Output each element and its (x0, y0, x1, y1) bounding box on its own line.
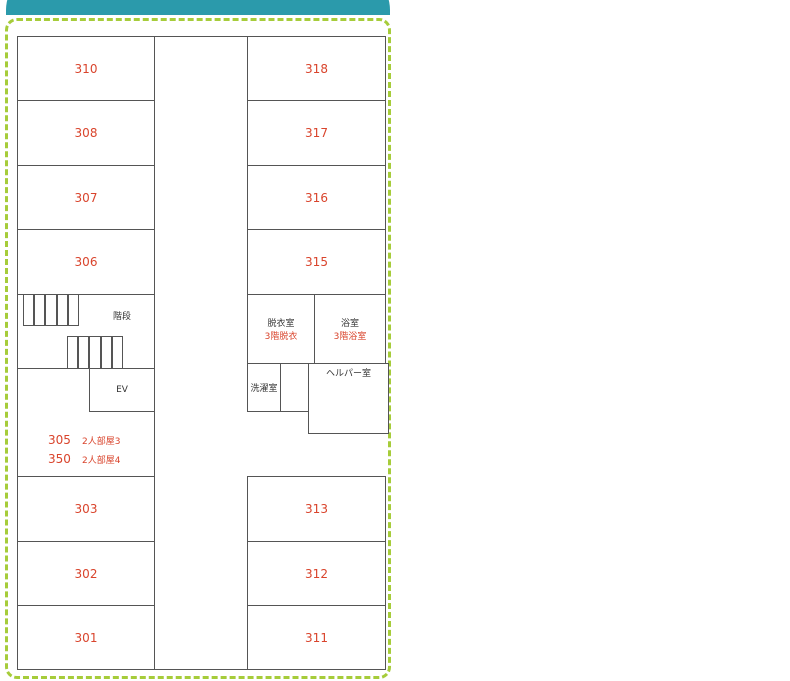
room-308[interactable]: 308 (17, 100, 155, 166)
room-number: 316 (305, 190, 328, 205)
room-302[interactable]: 302 (17, 541, 155, 606)
stair-treads-lower (67, 336, 124, 369)
room-number: 302 (74, 566, 98, 581)
corridor (154, 36, 248, 670)
bathroom-sub: 3階浴室 (333, 332, 367, 342)
room-number: 301 (74, 630, 98, 645)
room-301[interactable]: 301 (17, 605, 155, 670)
room-number: 312 (305, 566, 328, 581)
room-303[interactable]: 303 (17, 476, 155, 542)
room-number: 310 (74, 61, 98, 76)
room-number: 311 (305, 630, 328, 645)
room-number: 318 (305, 61, 328, 76)
elevator[interactable]: EV (89, 368, 155, 412)
room-312[interactable]: 312 (247, 541, 386, 606)
room-313[interactable]: 313 (247, 476, 386, 542)
stairs-label: 階段 (113, 312, 132, 322)
laundry-label: 洗濯室 (250, 384, 278, 394)
floor-frame (5, 18, 391, 679)
bathroom[interactable]: 浴室 3階浴室 (314, 294, 386, 364)
room-317[interactable]: 317 (247, 100, 386, 166)
helper-room[interactable]: ヘルパー室 (308, 363, 389, 434)
elevator-label: EV (116, 385, 128, 395)
room-306[interactable]: 306 (17, 229, 155, 295)
room-number: 313 (305, 502, 328, 516)
room-307[interactable]: 307 (17, 165, 155, 230)
room-number: 305 (48, 433, 71, 447)
room-number: 317 (305, 126, 328, 140)
room-311[interactable]: 311 (247, 605, 386, 670)
room-number: 315 (305, 255, 328, 269)
dressing-room-label: 脱衣室 (267, 319, 295, 329)
stair-treads-upper (23, 294, 80, 326)
room-316[interactable]: 316 (247, 165, 386, 230)
room-name: 2人部屋4 (82, 456, 121, 466)
room-number: 303 (74, 502, 98, 516)
helper-room-label: ヘルパー室 (325, 369, 371, 379)
dressing-room-sub: 3階脱衣 (264, 332, 298, 342)
header-bar (6, 0, 390, 15)
laundry-closet (280, 363, 309, 412)
room-number: 306 (74, 255, 98, 269)
room-310[interactable]: 310 (17, 36, 155, 101)
room-name: 2人部屋3 (82, 437, 121, 447)
room-315[interactable]: 315 (247, 229, 386, 295)
shared-room-labels: 305 2人部屋3 350 2人部屋4 (48, 431, 120, 469)
room-number: 307 (74, 190, 98, 205)
laundry-room[interactable]: 洗濯室 (247, 363, 281, 412)
room-318[interactable]: 318 (247, 36, 386, 101)
room-number: 308 (74, 126, 98, 140)
room-number: 350 (48, 452, 71, 466)
dressing-room[interactable]: 脱衣室 3階脱衣 (247, 294, 315, 364)
bathroom-label: 浴室 (340, 319, 359, 329)
